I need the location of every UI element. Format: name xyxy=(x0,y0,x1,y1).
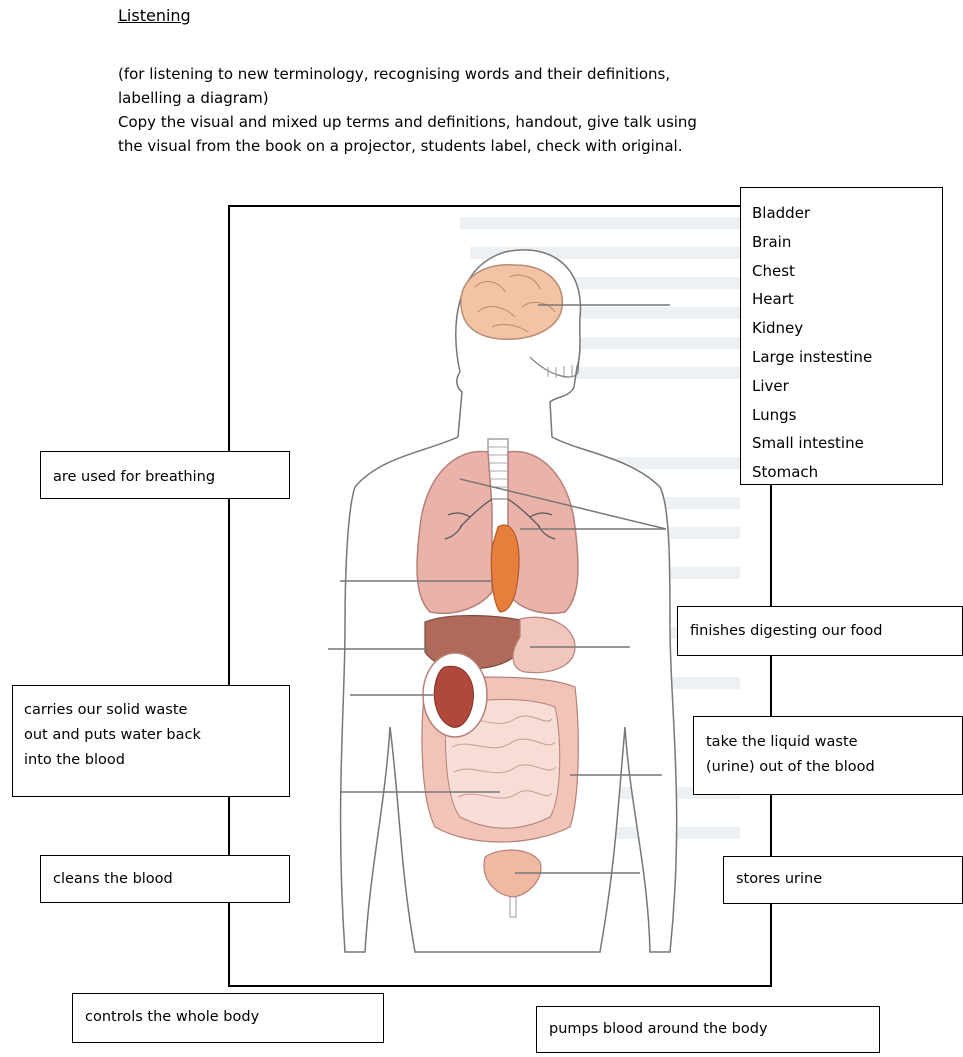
term-item[interactable]: Stomach xyxy=(752,458,931,487)
definition-text: controls the whole body xyxy=(85,1009,259,1025)
definition-breathing[interactable]: are used for breathing xyxy=(40,451,290,499)
page-heading: Listening xyxy=(118,6,191,25)
definition-text: carries our solid waste xyxy=(24,698,278,723)
definition-text: take the liquid waste xyxy=(706,730,950,755)
urethra xyxy=(510,897,516,917)
term-item[interactable]: Small intestine xyxy=(752,429,931,458)
definition-text: pumps blood around the body xyxy=(549,1021,768,1037)
definition-controls-body[interactable]: controls the whole body xyxy=(72,993,384,1043)
definition-text: into the blood xyxy=(24,748,278,773)
definition-text: cleans the blood xyxy=(53,871,173,887)
definition-stores-urine[interactable]: stores urine xyxy=(723,856,963,904)
definition-cleans-blood[interactable]: cleans the blood xyxy=(40,855,290,903)
intro-text: (for listening to new terminology, recog… xyxy=(118,62,918,158)
terms-list: Bladder Brain Chest Heart Kidney Large i… xyxy=(752,199,931,487)
definition-solid-waste[interactable]: carries our solid waste out and puts wat… xyxy=(12,685,290,797)
terms-list-box: Bladder Brain Chest Heart Kidney Large i… xyxy=(740,187,943,485)
definition-text: out and puts water back xyxy=(24,723,278,748)
body-diagram-illustration xyxy=(230,207,774,989)
definition-pumps-blood[interactable]: pumps blood around the body xyxy=(536,1006,880,1053)
term-item[interactable]: Brain xyxy=(752,228,931,257)
term-item[interactable]: Liver xyxy=(752,372,931,401)
term-item[interactable]: Large instestine xyxy=(752,343,931,372)
intro-line-3: Copy the visual and mixed up terms and d… xyxy=(118,110,918,134)
intro-line-2: labelling a diagram) xyxy=(118,86,918,110)
intro-line-4: the visual from the book on a projector,… xyxy=(118,134,918,158)
term-item[interactable]: Heart xyxy=(752,285,931,314)
definition-text: stores urine xyxy=(736,871,822,887)
definition-text: (urine) out of the blood xyxy=(706,755,950,780)
definition-digesting[interactable]: finishes digesting our food xyxy=(677,606,963,656)
intro-line-1: (for listening to new terminology, recog… xyxy=(118,62,918,86)
term-item[interactable]: Kidney xyxy=(752,314,931,343)
definition-liquid-waste[interactable]: take the liquid waste (urine) out of the… xyxy=(693,716,963,795)
term-item[interactable]: Chest xyxy=(752,257,931,286)
term-item[interactable]: Bladder xyxy=(752,199,931,228)
term-item[interactable]: Lungs xyxy=(752,401,931,430)
body-diagram xyxy=(228,205,772,987)
definition-text: finishes digesting our food xyxy=(690,623,883,639)
definition-text: are used for breathing xyxy=(53,469,215,485)
